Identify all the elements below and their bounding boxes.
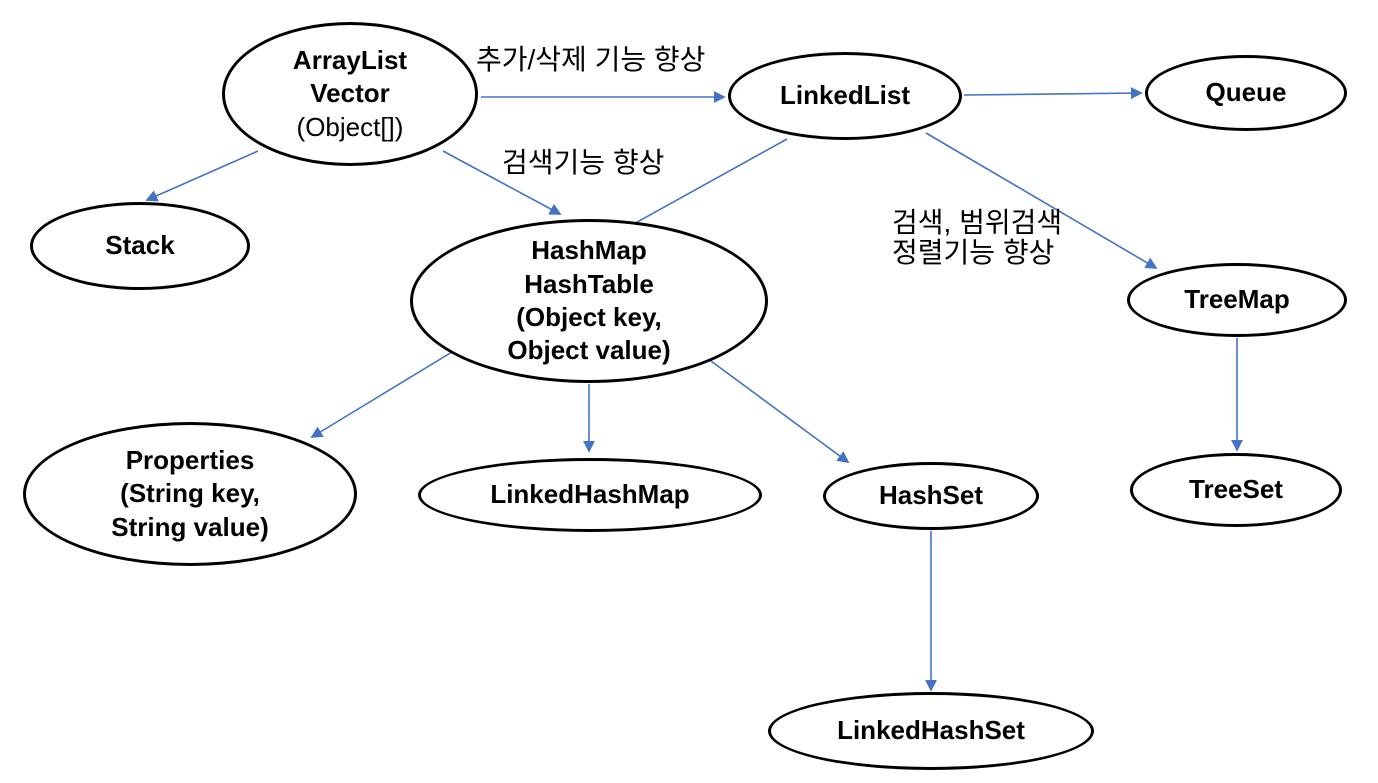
node-label: LinkedHashSet	[837, 715, 1025, 746]
node-label: HashSet	[878, 480, 984, 511]
node-label: HashMap	[531, 235, 647, 266]
edge-hashmap-to-hashset	[710, 360, 850, 464]
node-stack: Stack	[30, 202, 250, 290]
node-label: (Object[])	[296, 111, 404, 142]
node-properties: Properties (String key, String value)	[23, 422, 357, 566]
node-label: Queue	[1205, 77, 1287, 108]
node-treeset: TreeSet	[1130, 453, 1342, 527]
edge-label-line: 검색, 범위검색	[892, 207, 1063, 238]
node-label: Vector	[310, 78, 390, 109]
node-label: TreeMap	[1184, 284, 1290, 315]
node-label: String value)	[111, 511, 269, 542]
edge-hashmap-to-properties	[310, 351, 453, 438]
node-label: LinkedHashMap	[490, 479, 690, 510]
edge-linkedlist-to-hashmap	[610, 138, 788, 237]
node-treemap: TreeMap	[1127, 263, 1347, 337]
node-label: (Object key,	[516, 302, 662, 332]
edge-linkedlist-to-treemap	[925, 132, 1158, 269]
node-label: ArrayList	[292, 45, 408, 76]
edge-label-line: 정렬기능 향상	[892, 237, 1055, 269]
node-queue: Queue	[1145, 55, 1347, 131]
node-label: Properties	[125, 445, 255, 476]
node-hashset: HashSet	[823, 462, 1039, 530]
node-linkedhashmap: LinkedHashMap	[418, 458, 762, 532]
edge-label-range-sort-improvement: 검색, 범위검색 정렬기능 향상	[892, 207, 1063, 269]
node-label: TreeSet	[1189, 474, 1283, 505]
node-hashmap-hashtable: HashMap HashTable (Object key, Object va…	[410, 219, 768, 383]
node-linkedlist: LinkedList	[728, 52, 962, 140]
node-label: Stack	[105, 230, 175, 261]
node-label: Object value)	[507, 335, 671, 366]
edge-label-search-improvement: 검색기능 향상	[502, 147, 665, 178]
node-label: (String key,	[120, 478, 260, 509]
node-label: HashTable	[524, 268, 654, 299]
edge-label-add-delete-improvement: 추가/삭제 기능 향상	[476, 44, 706, 75]
node-linkedhashset: LinkedHashSet	[768, 692, 1094, 770]
edge-linkedlist-to-queue	[963, 87, 1143, 100]
edge-arraylist-to-stack	[145, 150, 259, 202]
node-arraylist-vector: ArrayList Vector (Object[])	[222, 22, 478, 166]
node-label: LinkedList	[779, 80, 910, 111]
edge-arraylist-to-hashmap	[442, 150, 562, 215]
